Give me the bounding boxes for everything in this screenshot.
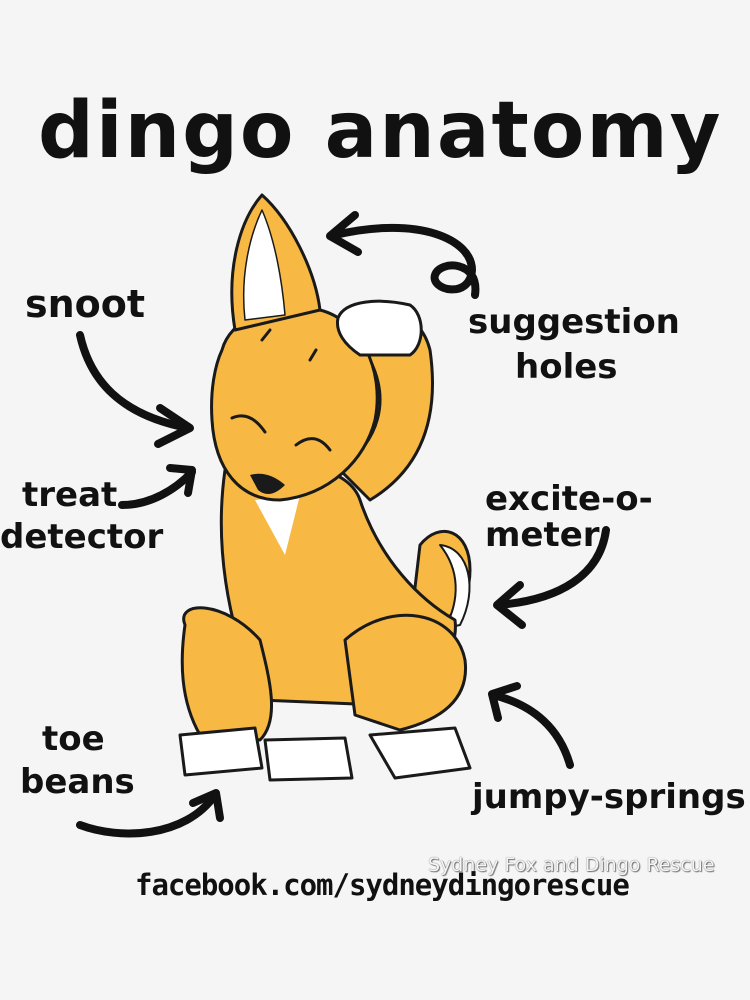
arrow-suggestion-holes bbox=[331, 223, 480, 299]
label-toe-beans-line2: beans bbox=[20, 762, 135, 802]
dingo-face bbox=[230, 328, 332, 452]
label-excite-o-meter: excite-o-meter bbox=[485, 479, 653, 555]
label-suggestion-holes-line1: suggestion bbox=[468, 302, 680, 342]
label-suggestion-holes-line2: holes bbox=[515, 347, 618, 387]
dingo-nose bbox=[250, 473, 285, 494]
arrow-excite-o-meter bbox=[494, 526, 610, 609]
dingo-body bbox=[178, 193, 472, 782]
page-title: dingo anatomy bbox=[38, 86, 723, 176]
label-jumpy-springs: jumpy-springs bbox=[472, 777, 746, 817]
facebook-link-text: facebook.com/sydneydingorescue bbox=[135, 868, 630, 902]
watermark: Sydney Fox and Dingo Rescue bbox=[428, 854, 715, 876]
arrow-jumpy-springs bbox=[489, 691, 574, 769]
arrow-toe-beans bbox=[76, 791, 219, 838]
label-snoot: snoot bbox=[25, 282, 146, 326]
label-toe-beans-line1: toe bbox=[42, 719, 105, 759]
arrow-snoot bbox=[76, 331, 192, 432]
arrow-treat-detector bbox=[118, 468, 196, 509]
label-treat-detector-line1: treat bbox=[22, 475, 118, 515]
arrows bbox=[76, 211, 610, 838]
label-treat-detector-line2: detector bbox=[0, 517, 164, 557]
